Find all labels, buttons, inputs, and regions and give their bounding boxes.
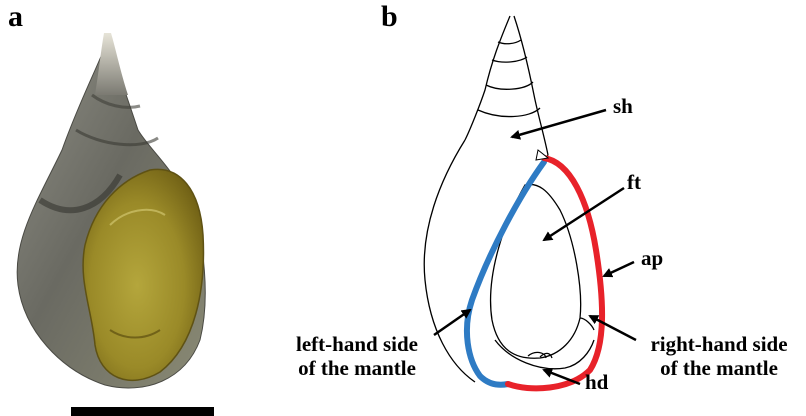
label-ft: ft [627, 170, 641, 194]
arrow-sh [512, 110, 606, 137]
label-ap: ap [641, 246, 663, 270]
label-hd: hd [585, 370, 608, 394]
label-right-mantle-line2: of the mantle [636, 356, 802, 380]
label-left-mantle: left-hand side of the mantle [282, 332, 432, 380]
label-sh: sh [613, 94, 633, 118]
arrow-right-mantle [590, 316, 636, 340]
label-left-mantle-line1: left-hand side [282, 332, 432, 356]
arrow-hd [544, 370, 580, 384]
label-left-mantle-line2: of the mantle [282, 356, 432, 380]
arrow-ap [604, 262, 634, 276]
label-right-mantle-line1: right-hand side [636, 332, 802, 356]
label-right-mantle: right-hand side of the mantle [636, 332, 802, 380]
shell-outline [424, 16, 594, 382]
